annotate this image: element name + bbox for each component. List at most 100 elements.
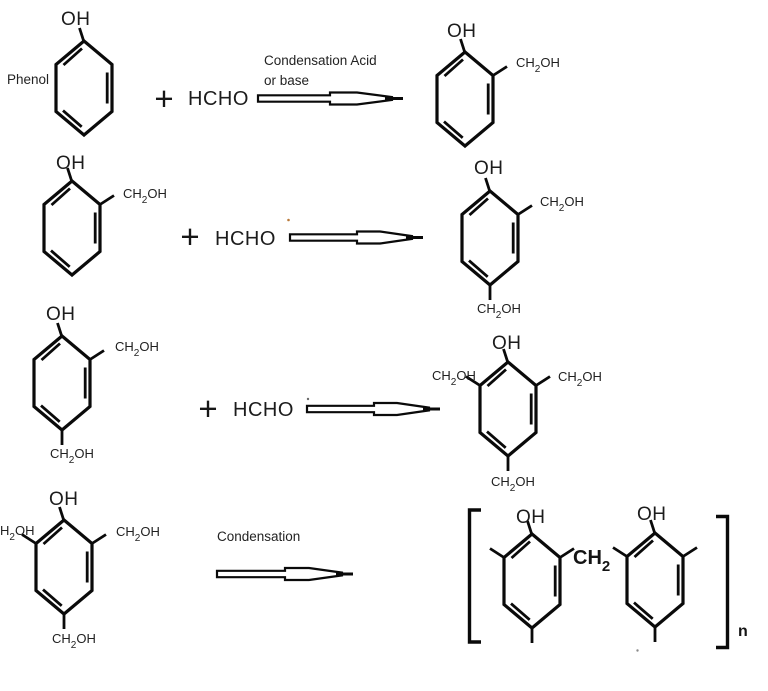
ch2-bridge-label: CH2 bbox=[573, 547, 611, 575]
formula-sub: 2 bbox=[450, 376, 457, 388]
reaction-arrow-3 bbox=[305, 401, 440, 417]
formula-sub: 2 bbox=[134, 532, 141, 544]
row2-reactant-ring bbox=[42, 166, 116, 277]
ortho-bond-right bbox=[534, 375, 552, 387]
ortho-bond-right bbox=[491, 65, 509, 77]
hcho-label: HCHO bbox=[233, 399, 294, 421]
ch2oh-label: CH2OH bbox=[115, 339, 159, 359]
formula-sub: 2 bbox=[141, 194, 148, 206]
formula-pre: CH bbox=[50, 446, 69, 461]
formula-post: OH bbox=[540, 55, 560, 70]
plus-sign: + bbox=[154, 80, 174, 117]
ortho-bond-right bbox=[88, 349, 106, 361]
oh-label: OH bbox=[637, 504, 667, 525]
formula-pre: CH bbox=[123, 186, 142, 201]
ch2oh-label: CH2OH bbox=[558, 369, 602, 389]
left-bracket bbox=[467, 508, 481, 644]
repeat-unit-n: n bbox=[738, 623, 748, 640]
ch2oh-label: CH2OH bbox=[123, 186, 167, 206]
formula-sub: 2 bbox=[534, 63, 541, 75]
formula-pre: CH bbox=[432, 368, 451, 383]
hcho-label: HCHO bbox=[215, 228, 276, 250]
reaction-arrow-4 bbox=[215, 566, 353, 582]
formula-sub: 2 bbox=[558, 202, 565, 214]
oh-label: OH bbox=[49, 489, 79, 510]
arrow1-caption-line1: Condensation Acid bbox=[264, 53, 377, 68]
ch2oh-label-clipped: H2OH bbox=[0, 523, 35, 543]
ortho-bond-right bbox=[516, 204, 534, 216]
formula-pre: CH bbox=[573, 547, 602, 569]
formula-pre: CH bbox=[540, 194, 559, 209]
ortho-stub-left bbox=[611, 546, 629, 558]
formula-post: OH bbox=[139, 339, 159, 354]
formula-sub: 2 bbox=[70, 639, 77, 651]
formula-pre: H bbox=[0, 523, 10, 538]
formula-pre: CH bbox=[116, 524, 135, 539]
arrow4-caption: Condensation bbox=[217, 529, 301, 544]
formula-pre: CH bbox=[477, 301, 496, 316]
formula-post: OH bbox=[501, 301, 521, 316]
ch2oh-label: CH2OH bbox=[50, 446, 94, 465]
speck bbox=[306, 397, 310, 401]
formula-pre: CH bbox=[491, 474, 510, 489]
benzene-ring bbox=[32, 334, 92, 432]
ch2oh-label: CH2OH bbox=[52, 631, 96, 651]
row3-product-ring bbox=[464, 347, 552, 473]
benzene-ring bbox=[502, 532, 562, 630]
benzene-ring bbox=[54, 39, 114, 137]
formula-post: OH bbox=[76, 631, 96, 646]
oh-label: OH bbox=[61, 9, 91, 30]
oh-label: OH bbox=[516, 507, 546, 528]
formula-sub: 2 bbox=[509, 482, 516, 494]
row1-product-ring bbox=[435, 37, 509, 148]
row2-product-ring bbox=[460, 176, 534, 302]
formula-post: OH bbox=[140, 524, 160, 539]
formula-sub: 2 bbox=[601, 558, 611, 575]
formula-post: OH bbox=[515, 474, 535, 489]
phenol-caption: Phenol bbox=[7, 72, 50, 87]
formula-sub: 2 bbox=[133, 347, 140, 359]
ortho-stub-left bbox=[488, 547, 506, 559]
ortho-bond-right bbox=[90, 533, 108, 545]
formula-post: OH bbox=[564, 194, 584, 209]
oh-bond bbox=[484, 176, 492, 194]
ch2-bridge-bond bbox=[558, 547, 576, 559]
speck bbox=[636, 649, 639, 652]
benzene-ring bbox=[42, 179, 102, 277]
ortho-bond-right bbox=[98, 194, 116, 206]
formula-post: OH bbox=[14, 523, 35, 538]
ch2oh-label: CH2OH bbox=[116, 524, 160, 544]
ch2oh-label: CH2OH bbox=[540, 194, 584, 214]
formula-post: OH bbox=[456, 368, 476, 383]
benzene-ring bbox=[435, 50, 495, 148]
ch2oh-label: CH2OH bbox=[516, 55, 560, 75]
arrow1-caption-line2: or base bbox=[264, 73, 310, 88]
formula-sub: 2 bbox=[495, 309, 502, 321]
formula-pre: CH bbox=[115, 339, 134, 354]
polymer-left-ring bbox=[488, 519, 576, 645]
formula-post: OH bbox=[74, 446, 94, 461]
benzene-ring bbox=[478, 360, 538, 458]
oh-label: OH bbox=[474, 158, 504, 179]
plus-sign: + bbox=[198, 390, 218, 427]
formula-sub: 2 bbox=[9, 531, 15, 543]
ch2oh-label: CH2OH bbox=[477, 301, 521, 321]
formula-post: OH bbox=[582, 369, 602, 384]
oh-label: OH bbox=[56, 153, 86, 174]
plus-sign: + bbox=[180, 218, 200, 255]
oh-label: OH bbox=[46, 304, 76, 325]
benzene-ring bbox=[460, 189, 520, 287]
formula-sub: 2 bbox=[576, 377, 583, 389]
ch2oh-label: CH2OH bbox=[432, 368, 476, 388]
formula-pre: CH bbox=[52, 631, 71, 646]
benzene-ring bbox=[34, 518, 94, 616]
row3-reactant-ring bbox=[32, 321, 106, 447]
right-bracket bbox=[716, 514, 730, 650]
speck bbox=[287, 218, 290, 222]
phenol-ring bbox=[54, 26, 114, 137]
formula-post: OH bbox=[147, 186, 167, 201]
ortho-stub-right bbox=[681, 546, 699, 558]
polymer-right-ring bbox=[611, 518, 699, 644]
row4-reactant-ring bbox=[20, 505, 108, 631]
